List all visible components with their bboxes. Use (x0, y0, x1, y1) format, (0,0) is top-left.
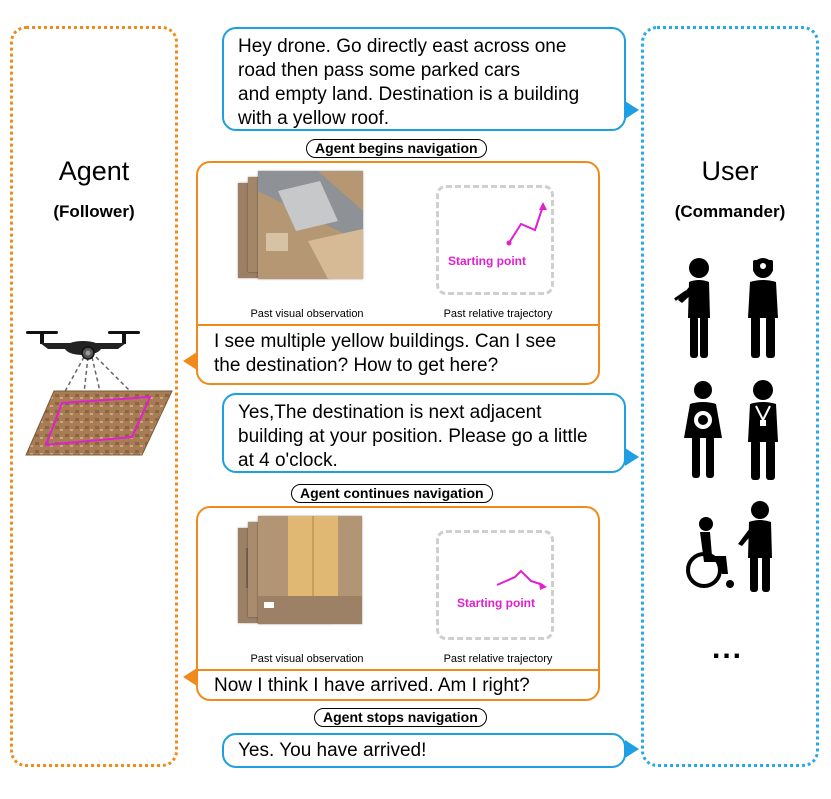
message-line: the destination? How to get here? (214, 355, 499, 376)
caregiver-icon (738, 501, 772, 592)
message-line: Yes,The destination is next adjacent (238, 402, 542, 423)
message-line: with a yellow roof. (238, 108, 390, 129)
user-subtitle: (Commander) (674, 202, 786, 221)
bubble-tail (183, 352, 197, 370)
status-begin: Agent begins navigation (306, 139, 487, 158)
person-with-lanyard-icon (748, 380, 778, 480)
message-line: Now I think I have arrived. Am I right? (214, 675, 530, 696)
starting-point-label-2: Starting point (457, 596, 535, 610)
visual-caption-2: Past visual observation (250, 653, 364, 665)
message-line: building at your position. Please go a l… (238, 426, 588, 447)
user-panel: User (Commander) (641, 26, 819, 767)
bubble-tail (625, 101, 639, 119)
panel-divider (198, 669, 598, 671)
aerial-photo-front (258, 516, 362, 624)
agent-message-1: Past visual observation Starting point P… (196, 161, 600, 385)
agent-title: Agent (58, 156, 130, 186)
more-users-ellipsis: ... (712, 632, 744, 665)
message-line: Hey drone. Go directly east across one (238, 36, 567, 57)
bubble-tail (183, 668, 197, 686)
visual-caption-1: Past visual observation (250, 308, 364, 320)
trajectory-caption-2: Past relative trajectory (443, 653, 553, 665)
user-title: User (701, 156, 759, 186)
trajectory-caption-1: Past relative trajectory (443, 308, 553, 320)
user-message-2: Yes,The destination is next adjacent bui… (222, 393, 626, 473)
bubble-tail (625, 740, 639, 758)
agent-message-2: Past visual observation Starting point P… (196, 506, 600, 701)
person-with-tablet-icon (674, 258, 710, 358)
status-stop: Agent stops navigation (314, 708, 487, 727)
trajectory-box-1: Starting point (436, 185, 554, 295)
panel-divider (198, 324, 598, 326)
starting-point-label-1: Starting point (448, 254, 526, 268)
aerial-photo-front (258, 171, 363, 279)
wheelchair-user-icon (686, 517, 734, 588)
trajectory-path-1 (506, 202, 547, 246)
agent-subtitle: (Follower) (53, 202, 135, 221)
photographer-icon (748, 258, 778, 358)
agent-panel: Agent (Follower) (10, 26, 178, 767)
status-continue: Agent continues navigation (291, 484, 493, 503)
user-message-3: Yes. You have arrived! (222, 733, 626, 768)
message-line: I see multiple yellow buildings. Can I s… (214, 331, 557, 352)
message-line: and empty land. Destination is a buildin… (238, 84, 580, 105)
message-line: road then pass some parked cars (238, 60, 520, 81)
trajectory-path-2 (496, 569, 547, 590)
message-line: Yes. You have arrived! (238, 740, 427, 761)
bubble-tail (625, 448, 639, 466)
message-line: at 4 o'clock. (238, 450, 338, 471)
user-message-1: Hey drone. Go directly east across one r… (222, 27, 626, 131)
trajectory-box-2: Starting point (436, 530, 554, 640)
aerial-map-icon (25, 390, 173, 456)
pregnant-woman-icon (684, 381, 722, 478)
